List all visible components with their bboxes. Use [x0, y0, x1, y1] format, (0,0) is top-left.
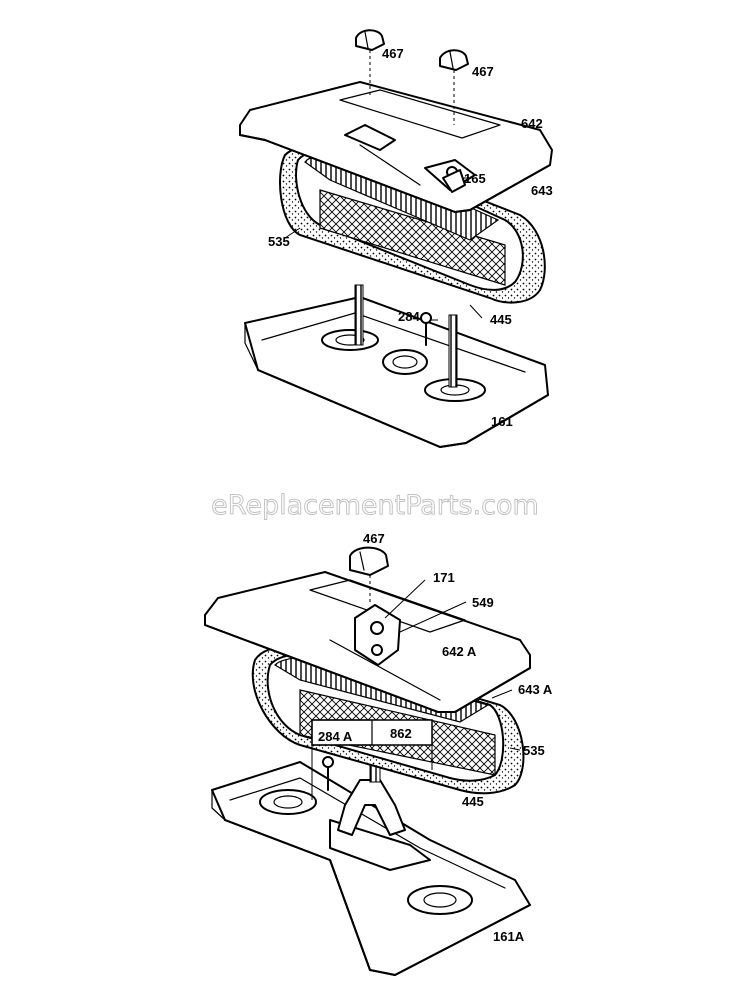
label-467-left: 467: [382, 46, 404, 61]
label-467-right: 467: [472, 64, 494, 79]
base-161-shape: [244, 296, 549, 448]
bracket-label-box: [311, 719, 433, 800]
label-445: 445: [490, 312, 512, 327]
label-862: 862: [390, 726, 412, 741]
filter-element-643-shape: [295, 149, 524, 291]
knob-467-bottom-shape: [349, 546, 389, 576]
label-161: 161: [491, 414, 513, 429]
bottom-assembly: [204, 546, 531, 976]
label-643a: 643 A: [518, 682, 553, 697]
label-549: 549: [472, 595, 494, 610]
label-445-bottom: 445: [462, 794, 484, 809]
screw-284-shape: [420, 312, 432, 346]
knob-467-right-shape: [439, 49, 469, 71]
top-assembly: [239, 29, 553, 448]
label-467-bottom: 467: [363, 531, 385, 546]
label-535-bottom: 535: [523, 743, 545, 758]
stud-bolts: [354, 284, 458, 388]
label-284a: 284 A: [318, 729, 353, 744]
cover-642a-shape: [204, 571, 531, 713]
label-171: 171: [433, 570, 455, 585]
knob-467-left-shape: [355, 29, 385, 51]
label-643: 643: [531, 183, 553, 198]
bracket-862-shape: [337, 757, 406, 836]
label-165: 165: [464, 171, 486, 186]
watermark: eReplacementParts.com: [211, 490, 539, 521]
label-284: 284: [398, 309, 420, 324]
base-161a-shape: [211, 761, 531, 976]
label-161a: 161A: [493, 929, 525, 944]
label-642a: 642 A: [442, 644, 477, 659]
label-642: 642: [521, 116, 543, 131]
bottom-labels: 467 171 549 642 A 643 A 862 284 A 535 44…: [318, 531, 553, 944]
label-535: 535: [268, 234, 290, 249]
wing-nut-165-shape: [442, 169, 466, 193]
top-labels: 467 467 642 165 643 535 284 445 161: [268, 46, 553, 429]
screw-284a-shape: [322, 756, 334, 791]
